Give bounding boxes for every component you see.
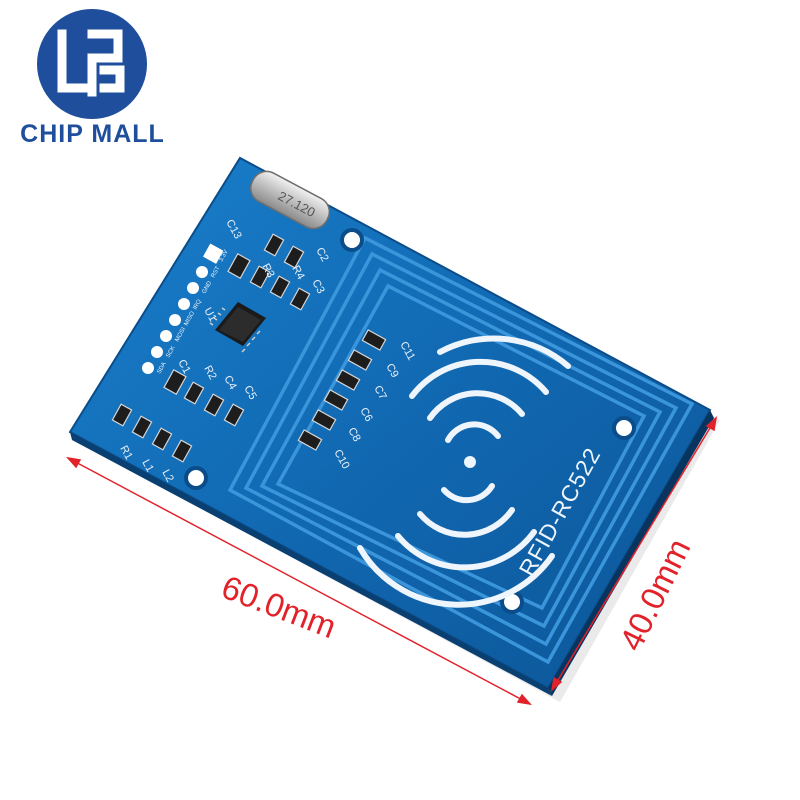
component-label: C6: [357, 406, 374, 424]
rfid-wave-icon: [357, 335, 571, 608]
pin-header: [142, 243, 224, 374]
component-label: U1: [201, 306, 218, 324]
dimension-line-width: [66, 456, 532, 706]
pin-label: 3.3V: [219, 249, 230, 263]
component-label: C3: [309, 278, 326, 296]
component-label: C4: [221, 374, 238, 392]
mounting-hole-icon: [184, 228, 636, 614]
component-label: C9: [383, 362, 400, 380]
component-label: R1: [117, 444, 134, 462]
pin-label: IRQ: [193, 298, 204, 311]
brand-name: CHIP MALL: [20, 120, 165, 148]
component-label: R2: [201, 364, 218, 382]
component-label: C7: [371, 384, 388, 402]
component-label: C1: [175, 358, 192, 376]
component-label: C8: [345, 426, 362, 444]
smd-components-antenna: [297, 329, 387, 451]
crystal-oscillator: 27.120: [249, 170, 331, 230]
main-ic-chip: [209, 302, 266, 353]
brand-logo-icon: [37, 9, 147, 119]
dimension-line-height: [550, 416, 718, 692]
component-label: C5: [241, 384, 258, 402]
smd-components-left: [111, 233, 311, 463]
component-label: L2: [159, 468, 175, 485]
pin-label: SDA: [157, 361, 168, 375]
component-label: R4: [289, 264, 306, 282]
pcb-edge: [70, 432, 552, 696]
component-label: C2: [313, 246, 330, 264]
component-label: R3: [259, 262, 276, 280]
pin-label: SCK: [166, 345, 177, 359]
pcb-edge-side: [548, 410, 714, 696]
component-label: L1: [139, 458, 155, 475]
pin-label: RST: [211, 265, 222, 279]
